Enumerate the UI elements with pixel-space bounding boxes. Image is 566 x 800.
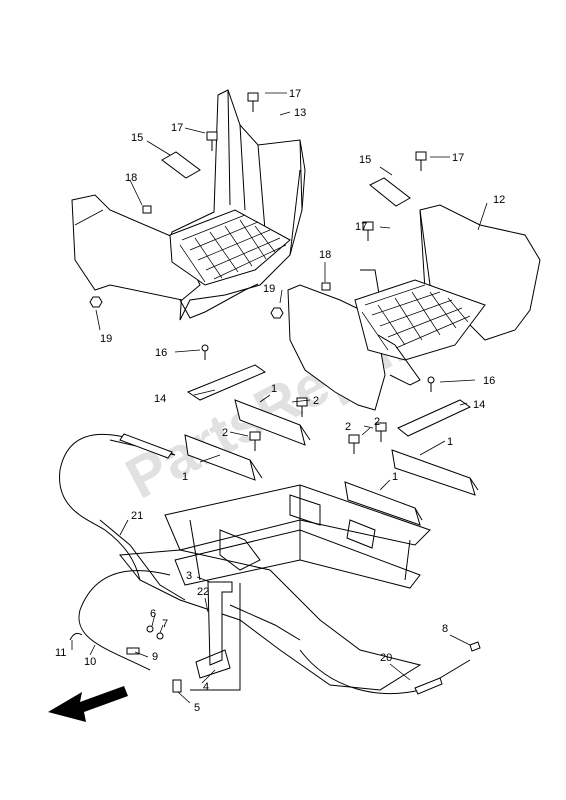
callout-2-d: 2 [374, 416, 380, 428]
callout-17-d: 17 [355, 221, 367, 233]
upper-guide-left [161, 151, 201, 179]
callout-22: 22 [197, 586, 209, 598]
left-footrest-guard [71, 89, 306, 321]
right-bracket-plate [397, 399, 471, 437]
callout-1-d: 1 [392, 471, 398, 483]
callout-16-a: 16 [155, 347, 167, 359]
callout-11: 11 [55, 647, 66, 659]
callout-21: 21 [131, 510, 143, 522]
front-direction-arrow [48, 686, 128, 722]
callout-2-a: 2 [313, 395, 319, 407]
callout-3: 3 [186, 570, 192, 582]
callout-17-b: 17 [171, 122, 183, 134]
callout-13: 13 [294, 107, 306, 119]
cotter-pin [69, 632, 83, 641]
callout-19-a: 19 [100, 333, 112, 345]
right-footrest-guard [287, 204, 541, 411]
leader-lines [71, 92, 488, 704]
callout-14-a: 14 [154, 393, 166, 405]
brake-cables [59, 433, 481, 695]
callout-4: 4 [203, 681, 209, 693]
upper-guide-right [369, 177, 411, 207]
callout-10: 10 [84, 656, 96, 668]
callout-2-b: 2 [222, 427, 228, 439]
frame-assembly [119, 484, 431, 691]
callout-2-c: 2 [345, 421, 351, 433]
callout-8: 8 [442, 623, 448, 635]
callout-1-a: 1 [271, 383, 277, 395]
callout-7: 7 [162, 618, 168, 630]
callout-18-a: 18 [125, 172, 137, 184]
callout-5: 5 [194, 702, 200, 714]
callout-9: 9 [152, 651, 158, 663]
fasteners [69, 92, 435, 693]
callout-1-b: 1 [182, 471, 188, 483]
callout-14-b: 14 [473, 399, 485, 411]
callout-labels: 17 13 17 15 18 19 16 14 1 2 2 1 15 17 17… [55, 88, 505, 714]
callout-19-b: 19 [263, 283, 275, 295]
callout-17-c: 17 [452, 152, 464, 164]
callout-20: 20 [380, 652, 392, 664]
stay-brackets [184, 399, 479, 526]
callout-12: 12 [493, 194, 505, 206]
callout-17-a: 17 [289, 88, 301, 100]
callout-16-b: 16 [483, 375, 495, 387]
callout-15-a: 15 [131, 132, 143, 144]
brake-pedal [190, 581, 241, 691]
callout-15-b: 15 [359, 154, 371, 166]
callout-18-b: 18 [319, 249, 331, 261]
callout-6: 6 [150, 608, 156, 620]
callout-1-c: 1 [447, 436, 453, 448]
left-bracket-plate [186, 364, 267, 401]
